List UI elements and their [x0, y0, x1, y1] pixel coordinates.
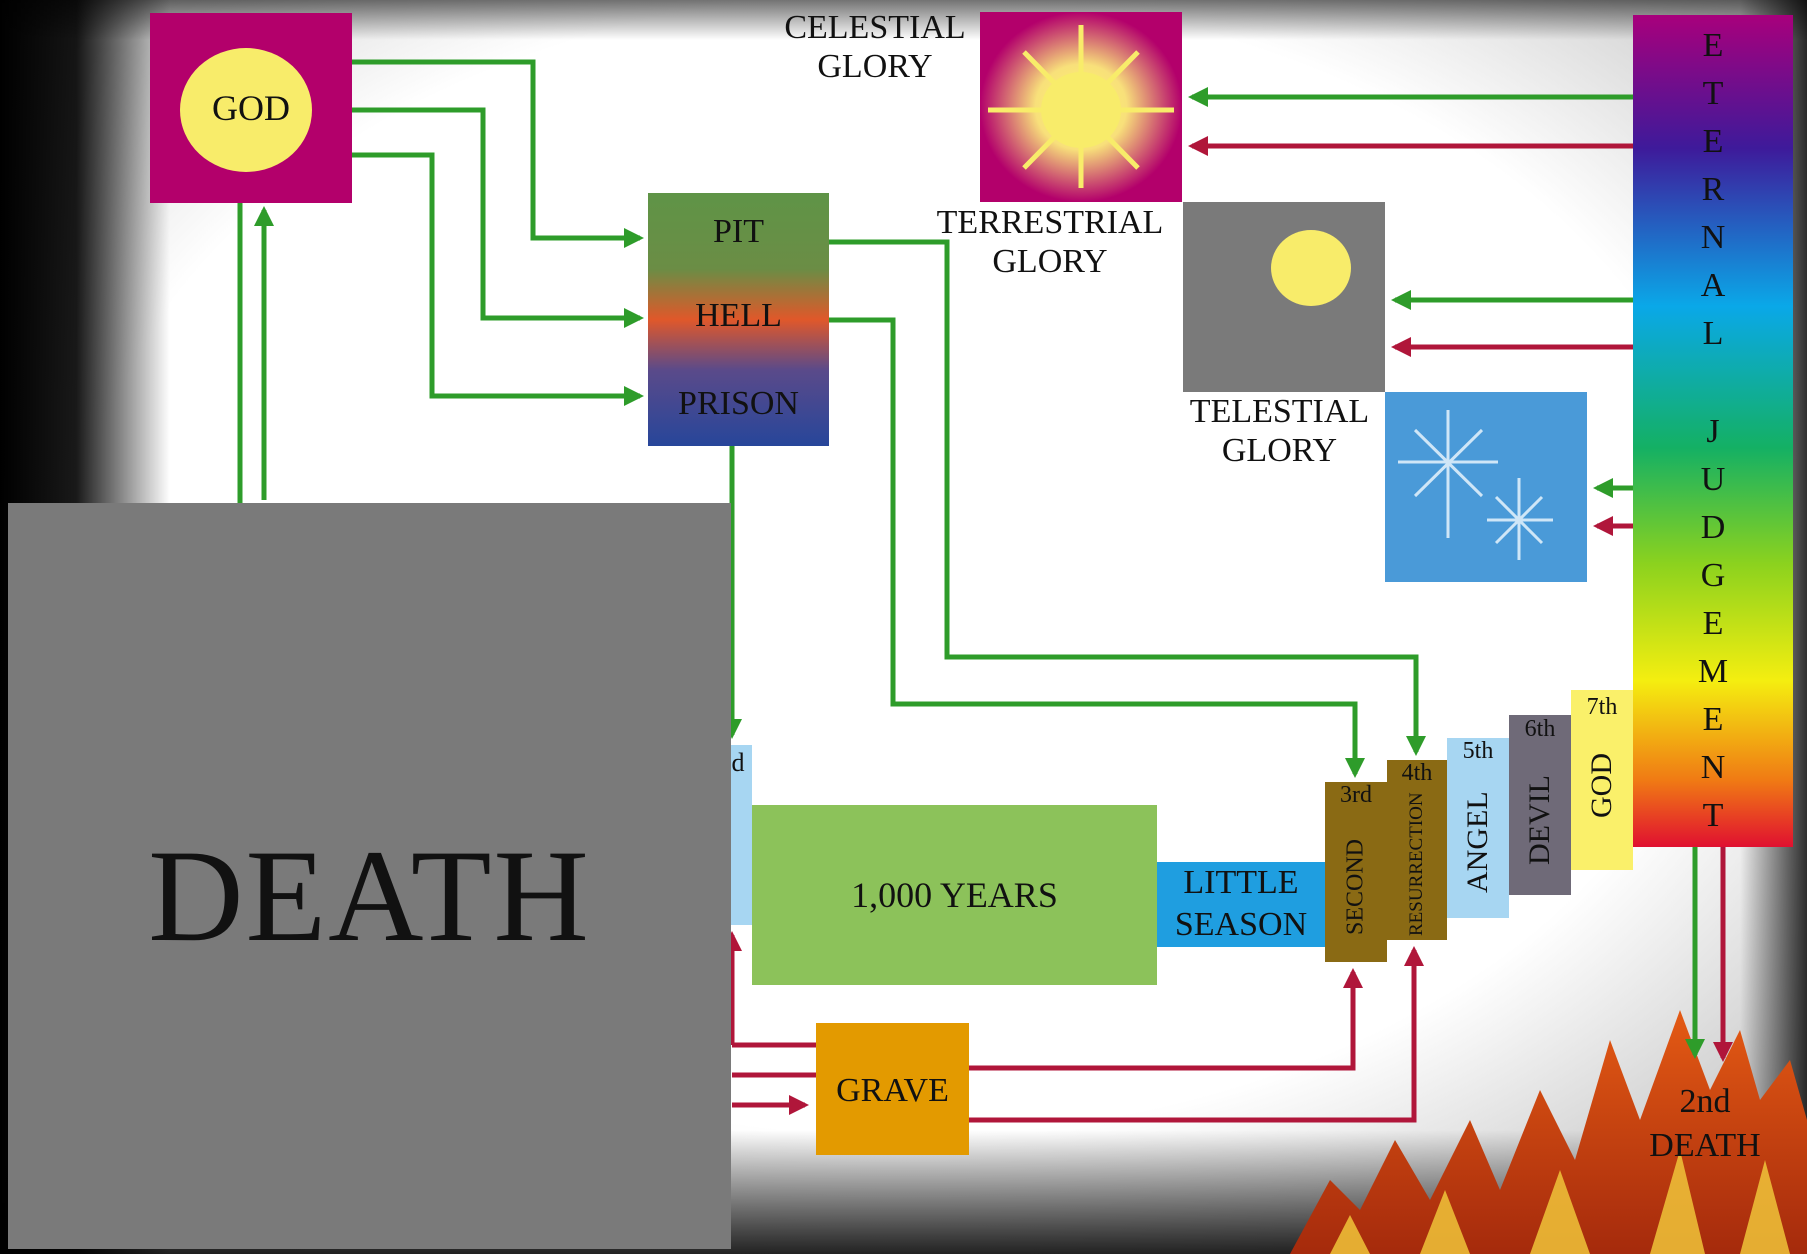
judgement-label: J U D G E M E N T: [1697, 413, 1729, 834]
thousand-years-box: [752, 805, 1157, 985]
pit-label: PIT: [713, 213, 764, 250]
telestial-glory-label: TELESTIAL GLORY: [1189, 393, 1370, 470]
terrestrial-glory-label: TERRESTRIAL GLORY: [936, 204, 1164, 281]
resurrection-label: RESURRECTION: [1406, 792, 1427, 936]
second-box: [1325, 782, 1387, 962]
sixth-label: 6th: [1524, 716, 1556, 742]
little-season-box: [1157, 862, 1325, 947]
grave-box: [816, 1023, 969, 1155]
eternal-judgement-bar: [1633, 15, 1793, 847]
angel-label: ANGEL: [1461, 791, 1494, 894]
resurrection-box: [1387, 760, 1447, 940]
red-arrows: [722, 136, 1733, 1123]
prison-label: PRISON: [678, 385, 799, 422]
terrestrial-moon-box: [1183, 202, 1385, 392]
god-label: GOD: [212, 88, 290, 128]
angel-box: [1447, 738, 1509, 918]
little-season-label: LITTLE SEASON: [1174, 864, 1308, 943]
stars-icon: [1398, 410, 1553, 560]
death-box: [8, 503, 731, 1249]
devil-box: [1509, 715, 1571, 895]
fire-graphic: [1290, 1010, 1807, 1254]
green-arrows: [237, 59, 1705, 1059]
god-7th-label: GOD: [1585, 753, 1618, 819]
hell-label: HELL: [695, 297, 782, 334]
devil-label: DEVIL: [1523, 775, 1556, 866]
second-label: SECOND: [1342, 838, 1369, 935]
thousand-years-label: 1,000 YEARS: [851, 875, 1058, 915]
seventh-label: 7th: [1586, 694, 1618, 720]
telestial-stars-box: [1385, 392, 1587, 582]
second-death-label: 2nd DEATH: [1649, 1083, 1761, 1164]
partial-label: d: [731, 748, 745, 777]
eternal-label: E T E R N A L: [1700, 27, 1726, 352]
fifth-label: 5th: [1462, 738, 1494, 764]
grave-label: GRAVE: [836, 1072, 949, 1109]
god-7th-box: [1571, 690, 1633, 870]
celestial-glory-label: CELESTIAL GLORY: [784, 9, 966, 86]
pit-hell-prison-box: [648, 193, 829, 446]
third-label: 3rd: [1340, 782, 1372, 808]
fourth-label: 4th: [1401, 760, 1433, 786]
god-circle: [180, 48, 312, 172]
moon-icon: [1271, 230, 1351, 306]
death-label: DEATH: [148, 822, 591, 969]
